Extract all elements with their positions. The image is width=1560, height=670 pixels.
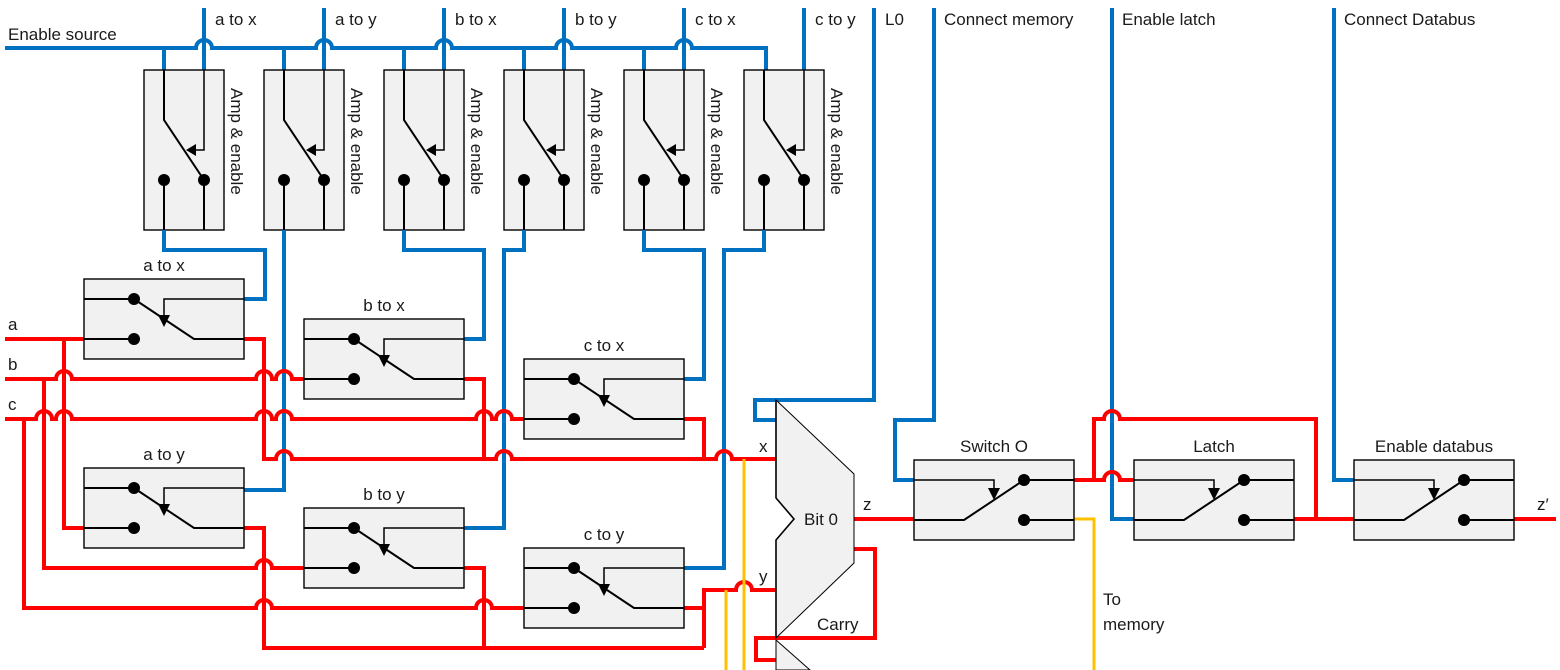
arrow-icon — [158, 315, 170, 327]
enable-latch-label: Enable latch — [1122, 10, 1216, 29]
switch-c-to-y: c to y — [523, 525, 685, 629]
contact-dot — [568, 602, 580, 614]
l0-line — [753, 8, 876, 422]
contact-dot — [348, 562, 360, 574]
output-z-prime-label: z′ — [1537, 495, 1549, 514]
amp-enable-label: Amp & enable — [347, 88, 366, 195]
enable-source-line — [5, 38, 768, 70]
switch-label: Enable databus — [1375, 437, 1493, 456]
arrow-icon — [598, 584, 610, 596]
amp-enable-box: Amp & enable — [143, 69, 246, 231]
switch-c-to-x: c to x — [523, 336, 685, 440]
amp-enable-label: Amp & enable — [227, 88, 246, 195]
switch-label: a to y — [143, 445, 185, 464]
arrow-icon — [598, 395, 610, 407]
alu-label: Bit 0 — [804, 510, 838, 529]
arrow-icon — [546, 144, 556, 156]
switch-latch: Latch — [1133, 437, 1295, 541]
enable-latch-line — [1110, 8, 1136, 521]
switch-a-to-x: a to x — [83, 256, 245, 360]
alu-bit-0: Bit 0 x y z Carry — [759, 398, 872, 670]
connect-memory-line — [893, 8, 936, 482]
selector-label-a-to-x: a to x — [215, 10, 257, 29]
input-b-label: b — [8, 355, 17, 374]
switch-a-to-y: a to y — [83, 445, 245, 549]
contact-dot — [348, 522, 360, 534]
to-memory-label-line1: To — [1103, 590, 1121, 609]
contact-dot — [568, 413, 580, 425]
to-memory-label-line2: memory — [1103, 615, 1165, 634]
amp-output-routes — [162, 230, 766, 570]
enable-source-drops — [162, 48, 646, 70]
alu-z-label: z — [863, 495, 872, 514]
memory-lines — [724, 459, 1096, 670]
arrow-icon — [1428, 488, 1440, 500]
arrow-icon — [158, 504, 170, 516]
amp-enable-label: Amp & enable — [827, 88, 846, 195]
contact-dot — [128, 522, 140, 534]
contact-dot — [128, 293, 140, 305]
switch-enable-databus: Enable databus — [1353, 437, 1515, 541]
switch-b-to-x: b to x — [303, 296, 465, 400]
arrow-icon — [426, 144, 436, 156]
amp-enable-box: Amp & enable — [743, 69, 846, 231]
alu-x-label: x — [759, 437, 768, 456]
selector-label-b-to-x: b to x — [455, 10, 497, 29]
contact-dot — [128, 333, 140, 345]
connect-memory-label: Connect memory — [944, 10, 1074, 29]
data-wiring — [5, 337, 1556, 662]
switch-label: c to y — [584, 525, 625, 544]
contact-dot — [1018, 514, 1030, 526]
amp-enable-box: Amp & enable — [383, 69, 486, 231]
contact-dot — [568, 562, 580, 574]
switch-label: Latch — [1193, 437, 1235, 456]
input-c-label: c — [8, 395, 17, 414]
contact-dot — [128, 482, 140, 494]
connect-databus-label: Connect Databus — [1344, 10, 1475, 29]
arrow-icon — [378, 355, 390, 367]
amp-enable-box: Amp & enable — [623, 69, 726, 231]
contact-dot — [348, 333, 360, 345]
contact-dot — [1458, 474, 1470, 486]
arrow-icon — [186, 144, 196, 156]
alu-y-label: y — [759, 567, 768, 586]
connect-databus-line — [1332, 8, 1356, 482]
amp-enable-label: Amp & enable — [587, 88, 606, 195]
selector-label-c-to-y: c to y — [815, 10, 856, 29]
amp-enable-label: Amp & enable — [707, 88, 726, 195]
contact-dot — [1238, 514, 1250, 526]
arrow-icon — [666, 144, 676, 156]
contact-dot — [1238, 474, 1250, 486]
switch-label: Switch O — [960, 437, 1028, 456]
arrow-icon — [988, 488, 1000, 500]
contact-dot — [348, 373, 360, 385]
switch-label: b to y — [363, 485, 405, 504]
contact-dot — [1018, 474, 1030, 486]
contact-dot — [1458, 514, 1470, 526]
switch-label: b to x — [363, 296, 405, 315]
selector-label-a-to-y: a to y — [335, 10, 377, 29]
amp-enable-box: Amp & enable — [263, 69, 366, 231]
arrow-icon — [1208, 488, 1220, 500]
switch-label: a to x — [143, 256, 185, 275]
contact-dot — [568, 373, 580, 385]
selector-label-c-to-x: c to x — [695, 10, 736, 29]
amp-enable-box: Amp & enable — [503, 69, 606, 231]
switch-b-to-y: b to y — [303, 485, 465, 589]
arrow-icon — [306, 144, 316, 156]
amp-enable-label: Amp & enable — [467, 88, 486, 195]
switch-switch-o: Switch O — [913, 437, 1075, 541]
arrow-icon — [786, 144, 796, 156]
selector-lines — [202, 8, 806, 70]
arrow-icon — [378, 544, 390, 556]
alu-carry-label: Carry — [817, 615, 859, 634]
l0-label: L0 — [885, 10, 904, 29]
enable-source-label: Enable source — [8, 25, 117, 44]
selector-label-b-to-y: b to y — [575, 10, 617, 29]
input-a-label: a — [8, 315, 18, 334]
switch-label: c to x — [584, 336, 625, 355]
